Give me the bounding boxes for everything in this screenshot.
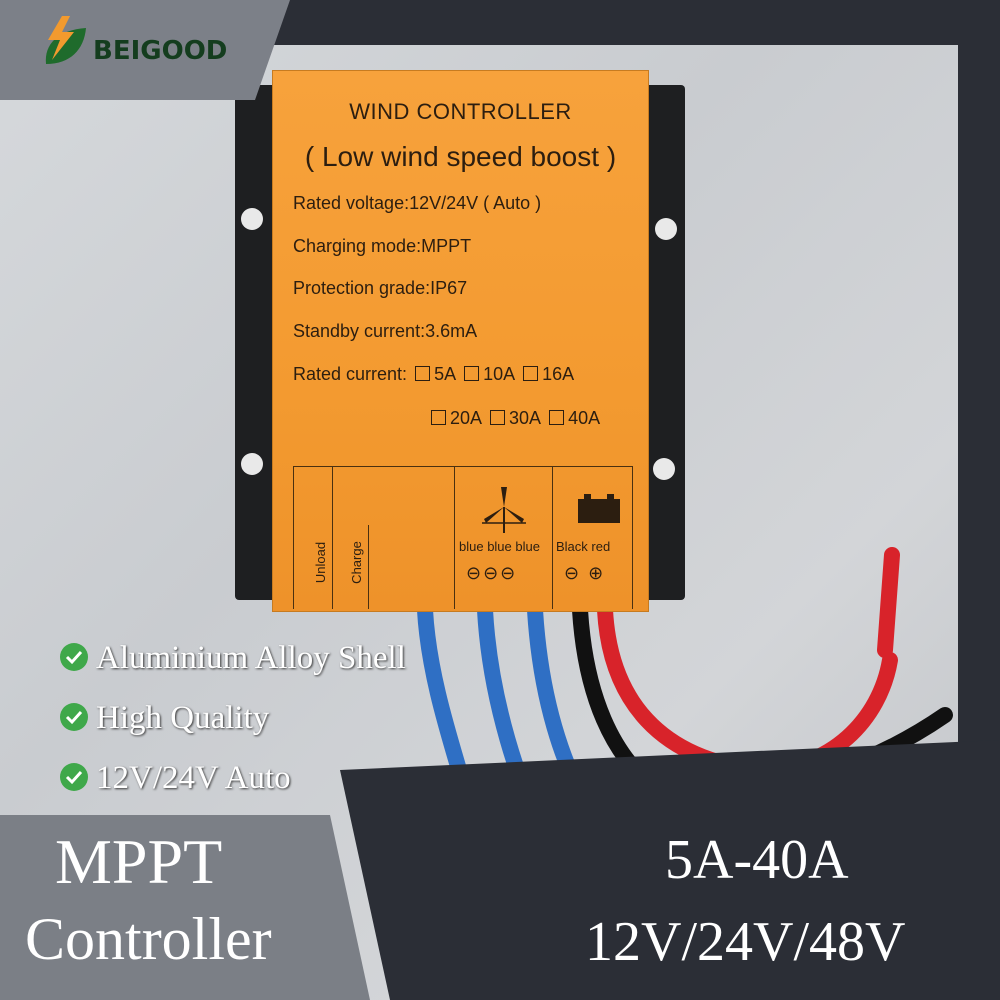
checkbox-icon [490,410,506,425]
label-subtitle: ( Low wind speed boost ) [304,141,617,172]
footer-banner: MPPT Controller 5A-40A 12V/24V/48V [0,740,1000,1000]
checkbox-icon [415,366,431,381]
rated-current-label: Rated current: [293,364,408,384]
checkbox-icon [549,410,565,425]
feature-item: 12V/24V Auto [60,760,291,797]
checkbox-icon [523,366,539,381]
current-option: 5A [434,364,457,384]
mount-hole [653,458,675,480]
wind-turbine-icon [482,487,526,533]
footer-current-range: 5A-40A [665,829,849,891]
unload-label: Unload [313,541,329,584]
spec-charging-mode: Charging mode:MPPT [293,236,472,256]
current-option: 20A [450,408,483,428]
divider [332,467,333,609]
mount-hole [655,218,677,240]
wind-wire-label: blue blue blue [459,539,540,554]
check-circle-icon [60,643,88,671]
divider [368,525,369,609]
footer-voltage-range: 12V/24V/48V [585,911,906,973]
feature-label: 12V/24V Auto [96,760,291,796]
checkbox-icon [431,410,446,425]
checkbox-icon [464,366,480,381]
divider [552,467,553,609]
check-circle-icon [60,703,88,731]
battery-icon [578,494,620,523]
charge-label: Charge [348,541,364,584]
spec-standby-current: Standby current:3.6mA [293,321,478,341]
footer-right-panel [340,740,1000,1000]
current-option: 40A [568,408,601,428]
leaf-bolt-icon [45,16,86,64]
footer-mppt: MPPT [55,826,223,897]
wind-terminal-symbols: ⊖⊖⊖ [466,563,518,583]
terminal-block: Unload Charge blue blue blue Black red ⊖… [293,466,633,609]
current-option: 30A [509,408,542,428]
feature-label: High Quality [96,700,270,736]
spec-rated-current-row2: 20A 30A 40A [423,408,600,429]
battery-terminal-symbols: ⊖ ⊕ [564,563,606,583]
divider [454,467,455,609]
footer-left-panel [0,815,370,1000]
feature-item: High Quality [60,700,269,737]
current-option: 10A [483,364,516,384]
current-option: 16A [542,364,575,384]
footer-controller: Controller [25,906,272,972]
battery-wire-label: Black red [556,539,611,554]
spec-protection: Protection grade:IP67 [293,278,468,298]
wind-controller-device: WIND CONTROLLER ( Low wind speed boost )… [235,70,685,615]
product-label: WIND CONTROLLER ( Low wind speed boost )… [272,70,649,612]
spec-rated-current: Rated current: 5A 10A 16A [293,364,574,385]
feature-item: Aluminium Alloy Shell [60,640,406,677]
mount-hole [241,208,263,230]
brand-name: BEIGOOD [93,36,228,66]
label-title: WIND CONTROLLER [349,99,572,124]
feature-label: Aluminium Alloy Shell [96,640,406,676]
mount-hole [241,453,263,475]
spec-voltage: Rated voltage:12V/24V ( Auto ) [293,193,542,213]
check-circle-icon [60,763,88,791]
